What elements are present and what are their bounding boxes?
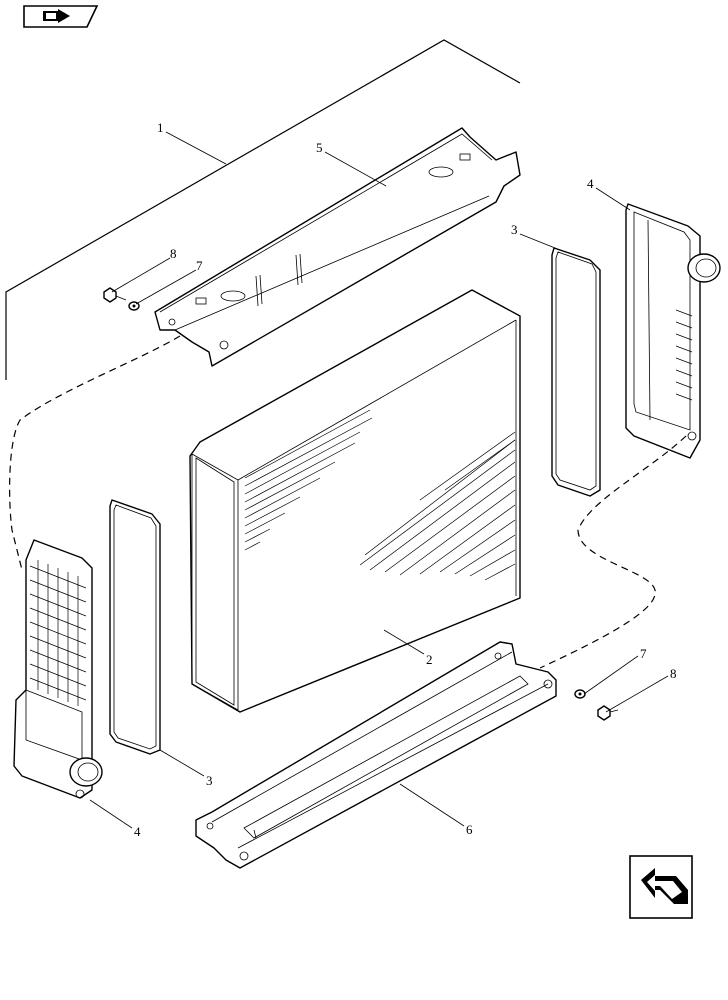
bottom-mounting-bracket xyxy=(195,641,557,869)
top-mounting-bracket xyxy=(154,127,521,367)
prev-page-button[interactable] xyxy=(23,5,99,28)
leader-lines xyxy=(89,131,669,829)
washer-bottom xyxy=(574,689,586,699)
callout-7-top: 7 xyxy=(196,258,203,273)
page-forward-arrow-icon xyxy=(641,868,688,904)
page-back-arrow-icon xyxy=(43,9,70,23)
assembly-bracket-line xyxy=(5,39,521,380)
tank-right-ribs xyxy=(675,309,693,401)
callout-1: 1 xyxy=(157,120,164,135)
callout-8-bottom: 8 xyxy=(670,666,677,681)
callout-4-bottom: 4 xyxy=(134,824,141,839)
callout-6: 6 xyxy=(466,822,473,837)
assembly-path-left xyxy=(9,335,181,571)
callout-7-bottom: 7 xyxy=(640,646,647,661)
callout-3-top: 3 xyxy=(511,222,518,237)
gasket-left xyxy=(109,499,161,755)
callout-3-bottom: 3 xyxy=(206,773,213,788)
callout-8-top: 8 xyxy=(170,246,177,261)
bolt-bottom xyxy=(597,705,619,721)
radiator-core xyxy=(189,289,521,713)
tank-right xyxy=(625,203,721,459)
tank-left-grid xyxy=(29,560,87,706)
assembly-path-right xyxy=(539,435,687,669)
tank-left xyxy=(13,539,103,799)
callout-2: 2 xyxy=(426,652,433,667)
radiator-fins xyxy=(244,409,516,581)
callout-4-top: 4 xyxy=(587,176,594,191)
callout-5: 5 xyxy=(316,140,323,155)
next-page-button[interactable] xyxy=(629,855,693,919)
gasket-right xyxy=(551,247,601,497)
